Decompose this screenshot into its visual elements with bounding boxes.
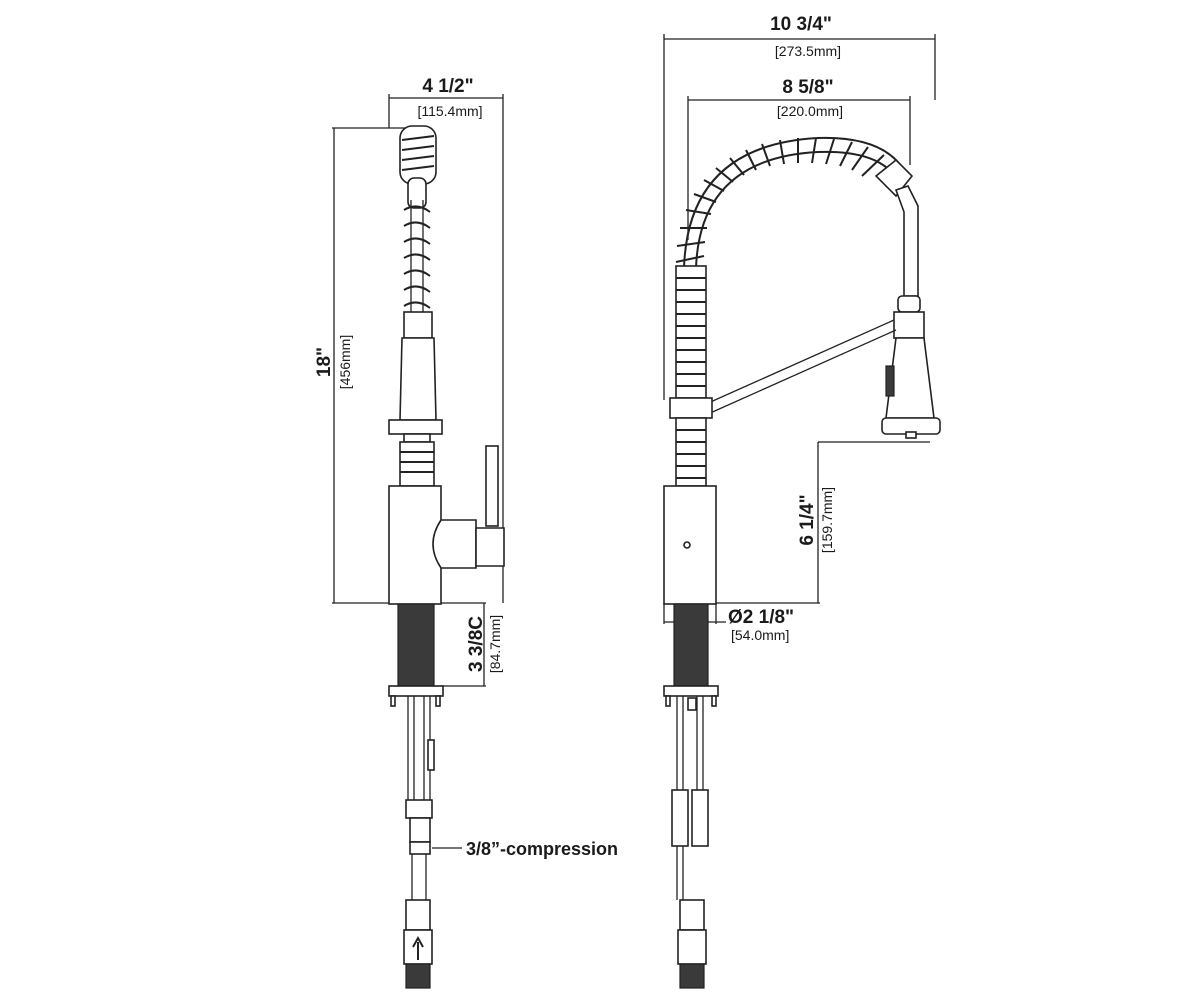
right-faucet-body [663, 485, 717, 605]
left-shank-mm-label: [84.7mm] [487, 615, 503, 673]
left-faucet-body [388, 445, 505, 605]
left-width-dimension: 4 1/2" [115.4mm] [388, 76, 504, 603]
left-width-label: 4 1/2" [422, 76, 473, 97]
base-diameter-mm-label: [54.0mm] [731, 627, 789, 643]
right-supply-hoses [671, 696, 709, 900]
spout-reach-label: 8 5/8" [782, 77, 833, 98]
left-spout-body [388, 311, 443, 487]
right-support-bar [705, 319, 897, 415]
left-height-label: 18" [314, 347, 335, 377]
spout-reach-mm-label: [220.0mm] [777, 103, 843, 119]
overall-reach-mm-label: [273.5mm] [775, 43, 841, 59]
left-supply-hoses [405, 696, 435, 900]
right-faucet-view: 10 3/4" [273.5mm] 8 5/8" [220.0mm] [663, 14, 941, 989]
right-ribbed-column [669, 265, 713, 487]
base-diameter-label: Ø2 1/8" [728, 607, 794, 628]
right-bottom-connector [677, 899, 707, 989]
left-spring-coil [403, 200, 431, 320]
overall-reach-label: 10 3/4" [770, 14, 832, 35]
right-overall-reach-dimension: 10 3/4" [273.5mm] [663, 14, 936, 400]
left-width-mm-label: [115.4mm] [417, 103, 482, 119]
left-shank-label: 3 3/8C [466, 616, 487, 672]
right-shank [663, 603, 719, 707]
left-height-mm-label: [456mm] [337, 335, 353, 389]
right-spout-reach-dimension: 8 5/8" [220.0mm] [687, 77, 911, 240]
left-bottom-connector [403, 899, 433, 989]
left-shank-dimension: 3 3/8C [84.7mm] [440, 602, 503, 687]
left-faucet-view: 4 1/2" [115.4mm] 18" [456mm] 3 3/8C [84.… [314, 76, 618, 989]
left-connection-callout: 3/8”-compression [432, 839, 618, 859]
connection-note-label: 3/8”-compression [466, 839, 618, 859]
spout-height-label: 6 1/4" [797, 494, 818, 545]
right-spout-arm [881, 185, 941, 439]
left-shank [388, 603, 444, 707]
left-height-dimension: 18" [456mm] [314, 127, 410, 604]
left-spray-head [399, 125, 437, 209]
right-spring-arc [675, 136, 914, 269]
right-spout-height-dimension: 6 1/4" [159.7mm] [716, 441, 930, 604]
spout-height-mm-label: [159.7mm] [819, 487, 835, 553]
